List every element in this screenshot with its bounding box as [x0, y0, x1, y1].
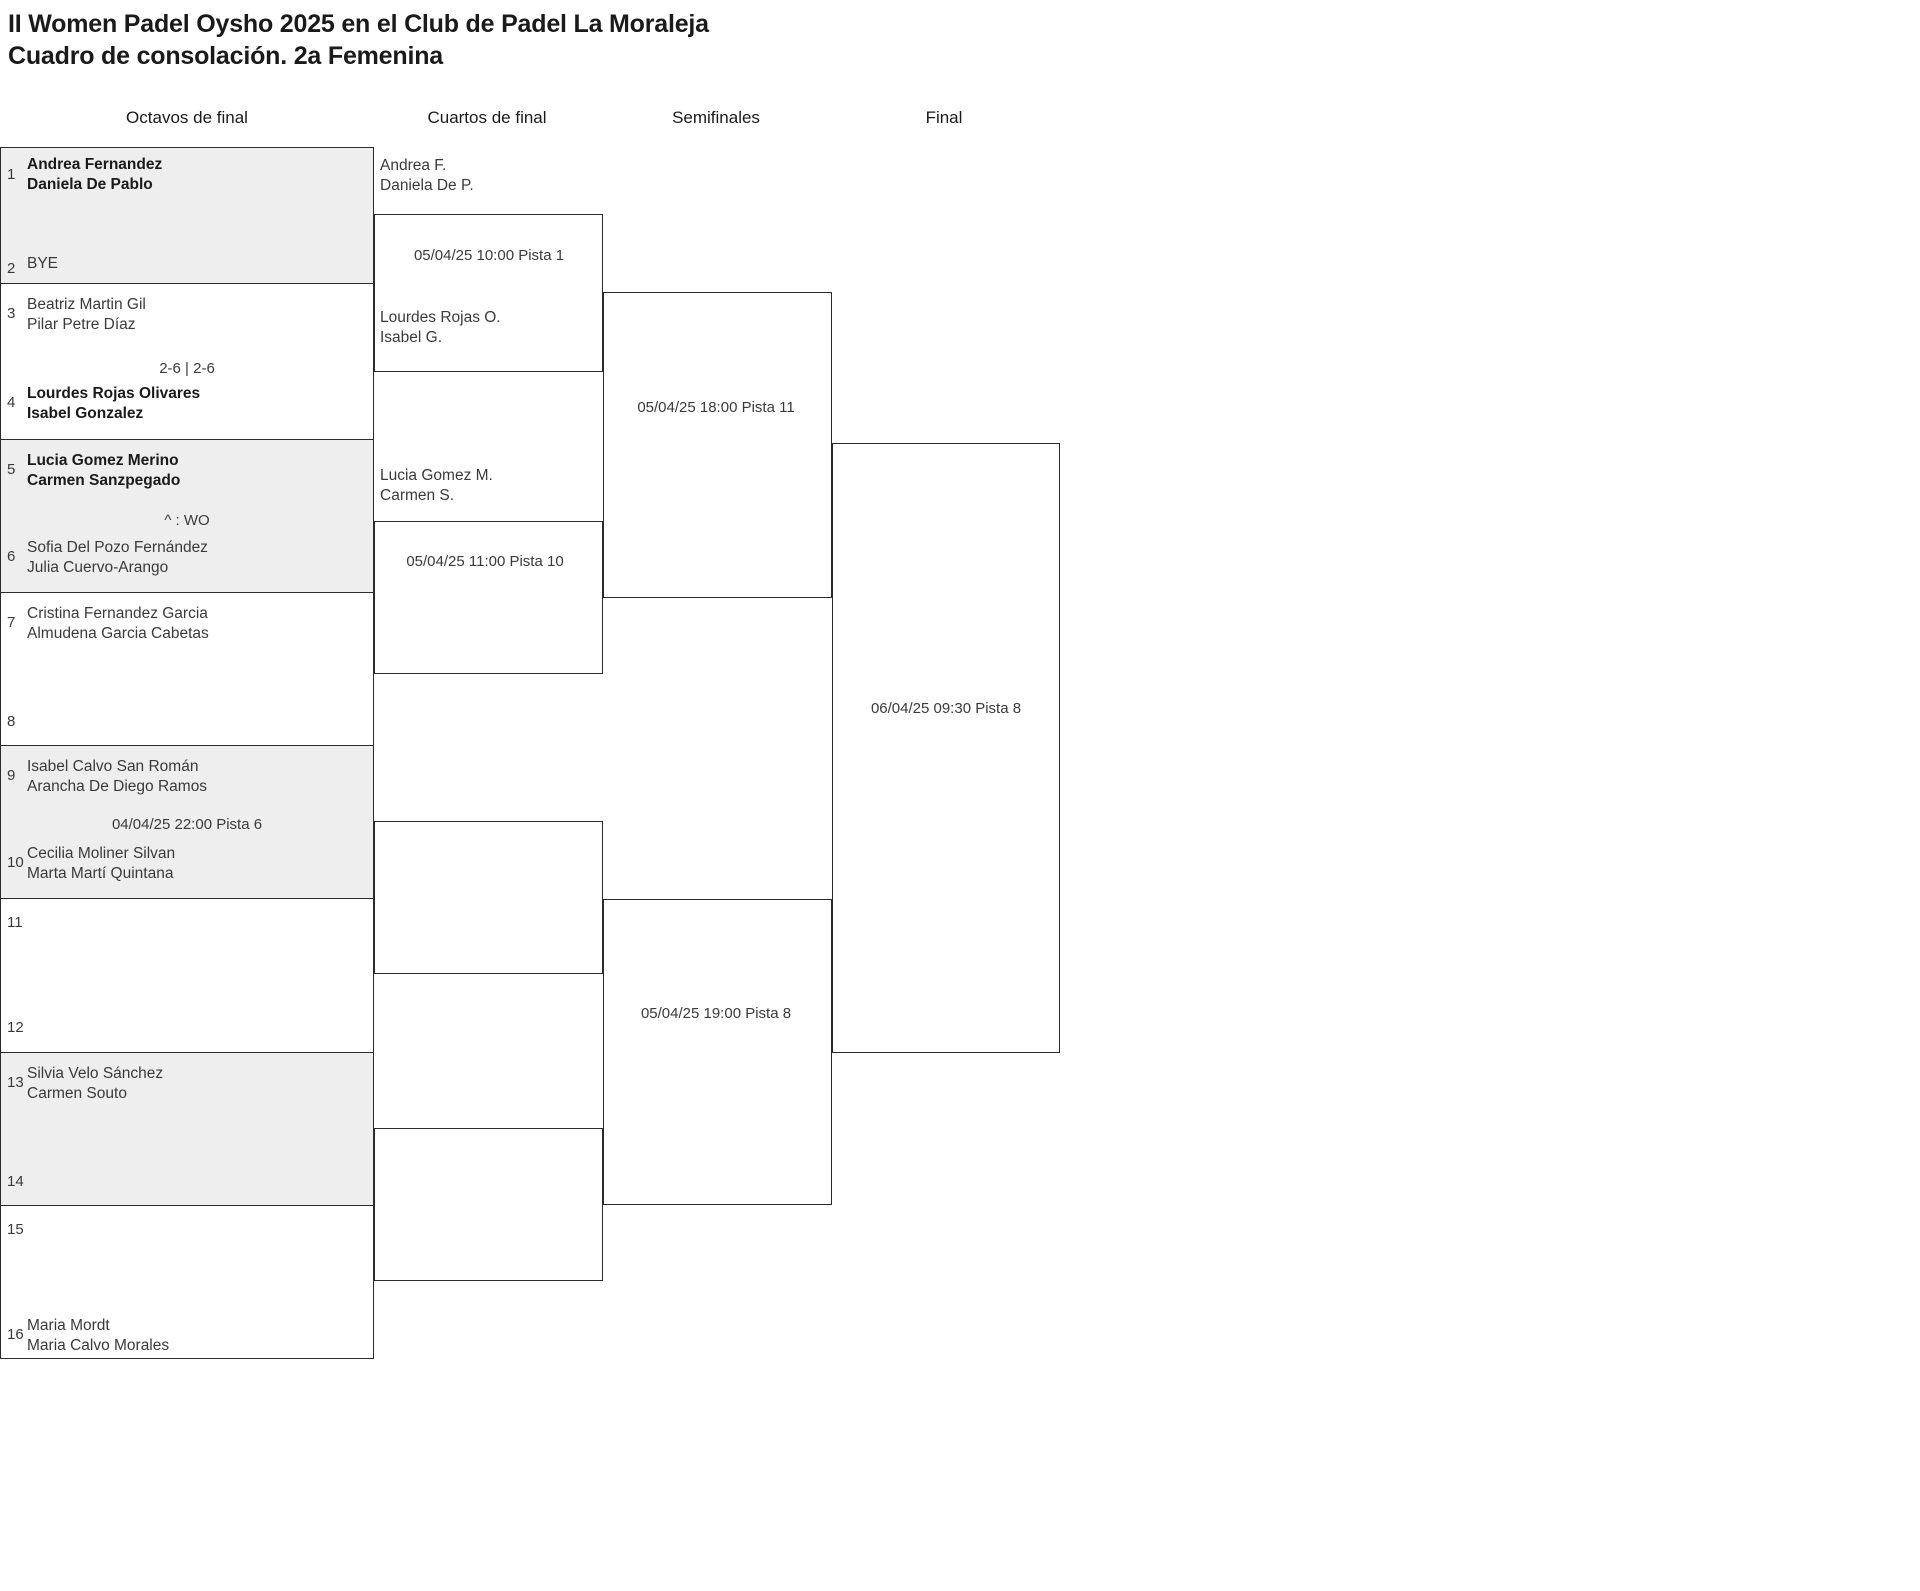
- tournament-title-line1: II Women Padel Oysho 2025 en el Club de …: [8, 10, 709, 38]
- final-match-label: 06/04/25 09:30 Pista 8: [870, 700, 1022, 717]
- player-name-2: Isabel Gonzalez: [27, 404, 144, 422]
- r1-match-label-3: ^ : WO: [164, 512, 210, 529]
- player-name-1: Lourdes Rojas O.: [380, 309, 501, 326]
- player-name-1: Sofia Del Pozo Fernández: [27, 539, 208, 556]
- seed-number: 6: [7, 548, 16, 565]
- seed-number: 11: [7, 914, 23, 931]
- team-names: Silvia Velo Sánchez Carmen Souto: [27, 1064, 163, 1104]
- seed-number: 12: [7, 1019, 24, 1036]
- seed-number: 14: [7, 1173, 24, 1190]
- seed-number: 3: [7, 305, 16, 322]
- seed-number: 8: [7, 713, 16, 730]
- sf-match-box-2[interactable]: [603, 899, 832, 1205]
- seed-number: 10: [7, 854, 24, 871]
- qf-match-box-1[interactable]: [374, 214, 603, 372]
- seed-number: 5: [7, 461, 16, 478]
- r1-slot-4[interactable]: 4 Lourdes Rojas Olivares Isabel Gonzalez: [0, 361, 374, 439]
- round-header-octavos: Octavos de final: [126, 108, 248, 127]
- team-names: Beatriz Martin Gil Pilar Petre Díaz: [27, 295, 146, 335]
- r1-slot-10[interactable]: 10 Cecilia Moliner Silvan Marta Martí Qu…: [0, 822, 374, 898]
- player-name-2: Arancha De Diego Ramos: [27, 777, 208, 795]
- qf-match-box-3[interactable]: [374, 821, 603, 974]
- player-name-2: Almudena Garcia Cabetas: [27, 624, 209, 642]
- team-names: BYE: [27, 254, 58, 274]
- tournament-title-line2: Cuadro de consolación. 2a Femenina: [8, 42, 443, 70]
- sf-match-box-1[interactable]: [603, 292, 832, 598]
- seed-number: 16: [7, 1326, 24, 1343]
- r1-slot-1[interactable]: 1 Andrea Fernandez Daniela De Pablo: [0, 147, 374, 215]
- r1-slot-2[interactable]: 2 BYE: [0, 215, 374, 283]
- player-name-2: Daniela De P.: [380, 176, 474, 194]
- player-name-2: Carmen Sanzpegado: [27, 471, 181, 489]
- seed-number: 7: [7, 614, 16, 631]
- qf-advancing-team-top-1: Andrea F. Daniela De P.: [380, 156, 474, 196]
- team-names: Cecilia Moliner Silvan Marta Martí Quint…: [27, 844, 175, 884]
- r1-match-label-5: 04/04/25 22:00 Pista 6: [111, 816, 263, 833]
- player-name-1: Beatriz Martin Gil: [27, 296, 146, 313]
- player-name-2: Julia Cuervo-Arango: [27, 558, 169, 576]
- seed-number: 2: [7, 260, 16, 277]
- qf-match-box-4[interactable]: [374, 1128, 603, 1281]
- player-name-2: Carmen Souto: [27, 1084, 127, 1102]
- team-names: Maria Mordt Maria Calvo Morales: [27, 1316, 169, 1356]
- r1-slot-5[interactable]: 5 Lucia Gomez Merino Carmen Sanzpegado: [0, 439, 374, 516]
- r1-slot-6[interactable]: 6 Sofia Del Pozo Fernández Julia Cuervo-…: [0, 516, 374, 592]
- player-name-1: Cecilia Moliner Silvan: [27, 845, 176, 862]
- seed-number: 1: [7, 166, 16, 183]
- player-name-2: Marta Martí Quintana: [27, 864, 174, 882]
- player-name-1: Andrea Fernandez: [27, 156, 163, 173]
- r1-slot-9[interactable]: 9 Isabel Calvo San Román Arancha De Dieg…: [0, 745, 374, 822]
- seed-number: 13: [7, 1074, 24, 1091]
- player-name-1: Silvia Velo Sánchez: [27, 1065, 164, 1082]
- r1-slot-15[interactable]: 15: [0, 1205, 374, 1282]
- player-name-2: Carmen S.: [380, 486, 455, 504]
- r1-slot-3[interactable]: 3 Beatriz Martin Gil Pilar Petre Díaz: [0, 283, 374, 361]
- r1-slot-14[interactable]: 14: [0, 1129, 374, 1205]
- round-header-semifinales: Semifinales: [672, 108, 760, 127]
- player-name-2: Maria Calvo Morales: [27, 1336, 170, 1354]
- player-name-1: Isabel Calvo San Román: [27, 758, 199, 775]
- seed-number: 9: [7, 767, 16, 784]
- player-name-1: Andrea F.: [380, 157, 447, 174]
- player-name-1: Lucia Gomez M.: [380, 467, 493, 484]
- qf-match-label-1: 05/04/25 10:00 Pista 1: [413, 247, 565, 264]
- round-header-cuartos: Cuartos de final: [427, 108, 547, 127]
- player-name-1: BYE: [27, 255, 59, 272]
- seed-number: 4: [7, 394, 16, 411]
- r1-slot-12[interactable]: 12: [0, 975, 374, 1052]
- round-header-final: Final: [925, 108, 963, 127]
- player-name-1: Cristina Fernandez Garcia: [27, 605, 208, 622]
- player-name-1: Lucia Gomez Merino: [27, 452, 179, 469]
- player-name-2: Isabel G.: [380, 328, 443, 346]
- r1-slot-7[interactable]: 7 Cristina Fernandez Garcia Almudena Gar…: [0, 592, 374, 669]
- team-names: Lourdes Rojas Olivares Isabel Gonzalez: [27, 384, 200, 424]
- sf-match-label-2: 05/04/25 19:00 Pista 8: [640, 1005, 792, 1022]
- page-title: II Women Padel Oysho 2025 en el Club de …: [8, 8, 709, 72]
- r1-slot-13[interactable]: 13 Silvia Velo Sánchez Carmen Souto: [0, 1052, 374, 1129]
- player-name-1: Maria Mordt: [27, 1317, 110, 1334]
- qf-advancing-team-bottom-1: Lourdes Rojas O. Isabel G.: [380, 308, 501, 348]
- r1-slot-16[interactable]: 16 Maria Mordt Maria Calvo Morales: [0, 1282, 374, 1359]
- player-name-1: Lourdes Rojas Olivares: [27, 385, 201, 402]
- round-headers: Octavos de final Cuartos de final Semifi…: [0, 108, 1920, 134]
- qf-match-label-2: 05/04/25 11:00 Pista 10: [406, 553, 564, 570]
- r1-match-label-2: 2-6 | 2-6: [159, 360, 215, 377]
- team-names: Lucia Gomez Merino Carmen Sanzpegado: [27, 451, 180, 491]
- player-name-2: Pilar Petre Díaz: [27, 315, 136, 333]
- seed-number: 15: [7, 1221, 24, 1238]
- final-match-box[interactable]: [832, 443, 1060, 1053]
- sf-match-label-1: 05/04/25 18:00 Pista 11: [637, 399, 795, 416]
- team-names: Isabel Calvo San Román Arancha De Diego …: [27, 757, 207, 797]
- player-name-2: Daniela De Pablo: [27, 175, 153, 193]
- team-names: Sofia Del Pozo Fernández Julia Cuervo-Ar…: [27, 538, 208, 578]
- team-names: Cristina Fernandez Garcia Almudena Garci…: [27, 604, 209, 644]
- r1-slot-11[interactable]: 11: [0, 898, 374, 975]
- r1-slot-8[interactable]: 8: [0, 669, 374, 745]
- team-names: Andrea Fernandez Daniela De Pablo: [27, 155, 162, 195]
- qf-match-box-2[interactable]: [374, 521, 603, 674]
- qf-advancing-team-top-2: Lucia Gomez M. Carmen S.: [380, 466, 493, 506]
